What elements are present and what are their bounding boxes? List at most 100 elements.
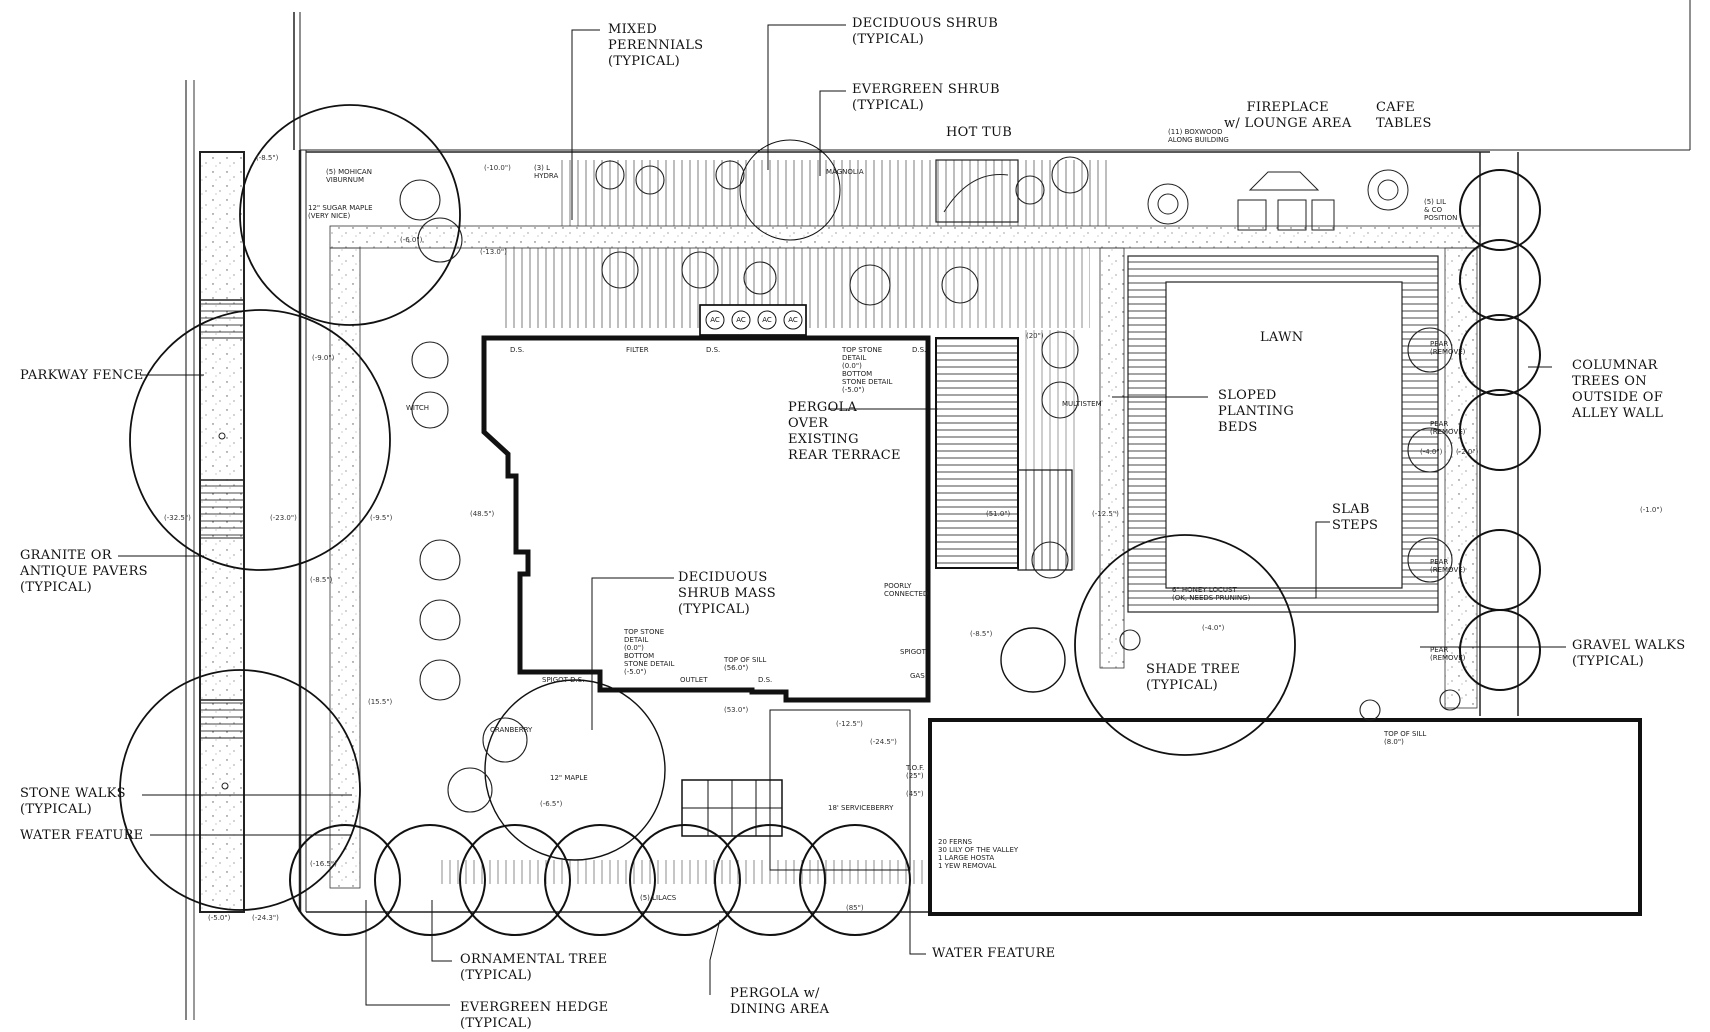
note-top-sill: TOP OF SILL (56.0") [724, 656, 767, 672]
ac-units [699, 304, 807, 336]
elevation-14: (-12.5") [1092, 510, 1119, 518]
note-ferns: 20 FERNS 30 LILY OF THE VALLEY 1 LARGE H… [938, 838, 1019, 870]
elevation-5: (-9.0") [312, 354, 335, 362]
note-lilacs-bottom: (5) LILACS [640, 894, 677, 902]
elevation-13: (51.0") [986, 510, 1011, 518]
hedge-circles [289, 824, 911, 936]
callout-water-feature-left: WATER FEATURE [20, 828, 144, 843]
elevation-19: (53.0") [724, 706, 749, 714]
garage-outline [928, 718, 1642, 916]
note-top-stone-2: TOP STONE DETAIL (0.0") BOTTOM STONE DET… [624, 628, 675, 676]
callout-sloped-beds: SLOPED PLANTING BEDS [1218, 388, 1295, 435]
note-spigot-right: SPIGOT [900, 648, 926, 656]
note-pear-1: PEAR (REMOVE) [1430, 340, 1466, 356]
elevation-8: (-9.5") [370, 514, 393, 522]
note-ds-1: D.S. [510, 346, 525, 354]
elevation-7: (-23.0") [270, 514, 297, 522]
callout-cafe-tables: CAFE TABLES [1376, 100, 1432, 131]
pergola-terrace [935, 337, 1073, 571]
elevation-2: (-10.0") [484, 164, 511, 172]
elevation-21: (-16.5") [310, 860, 337, 868]
note-pear-4: PEAR (REMOVE) [1430, 646, 1466, 662]
elevation-24: (-6.5") [540, 800, 563, 808]
fireplace [1237, 171, 1335, 231]
note-mohican: (5) MOHICAN VIBURNUM [326, 168, 372, 184]
elevation-4: (-13.0") [480, 248, 507, 256]
callout-stone-walks: STONE WALKS (TYPICAL) [20, 786, 126, 817]
elevation-23: (45") [906, 790, 924, 798]
note-top-sill-2: TOP OF SILL (8.0") [1384, 730, 1427, 746]
note-witchhazel: WITCH [406, 404, 430, 412]
note-honey-locust: 6" HONEY LOCUST (OK, NEEDS PRUNING) [1172, 586, 1251, 602]
elevation-18: (-12.5") [836, 720, 863, 728]
elevation-16: (-4.0") [1202, 624, 1225, 632]
elevation-25: (-4.0") [1420, 448, 1443, 456]
elevation-26: (-2.0") [1456, 448, 1479, 456]
elevation-9: (48.5") [470, 510, 495, 518]
callout-pergola-terrace: PERGOLA OVER EXISTING REAR TERRACE [788, 400, 901, 463]
elevation-15: (-8.5") [970, 630, 993, 638]
note-tof: T.O.F. (25") [906, 764, 925, 780]
note-ds-3: D.S. [912, 346, 927, 354]
note-pear-3: PEAR (REMOVE) [1430, 558, 1466, 574]
callout-gravel-walks: GRAVEL WALKS (TYPICAL) [1572, 638, 1686, 669]
note-maple: 12" MAPLE [550, 774, 588, 782]
elevation-28: (-5.0") [208, 914, 231, 922]
note-filter: FILTER [626, 346, 649, 354]
note-magnolia: MAGNOLIA [826, 168, 864, 176]
callout-granite-pavers: GRANITE OR ANTIQUE PAVERS (TYPICAL) [20, 548, 148, 595]
note-ds-4: D.S. [758, 676, 773, 684]
ac-label-2: AC [736, 316, 746, 324]
callout-deciduous-mass: DECIDUOUS SHRUB MASS (TYPICAL) [678, 570, 776, 617]
callout-parkway-fence: PARKWAY FENCE [20, 368, 144, 383]
elevation-12: (20") [1026, 332, 1044, 340]
shrubs [399, 156, 1461, 813]
note-spigot-ds: SPIGOT D.S. [542, 676, 585, 684]
elevation-27: (-24.3") [252, 914, 279, 922]
callout-pergola-dining: PERGOLA w/ DINING AREA [730, 986, 830, 1017]
leader-lines [118, 24, 1566, 1006]
note-poorly-connected: POORLY CONNECTED [884, 582, 929, 598]
callout-deciduous-shrub: DECIDUOUS SHRUB (TYPICAL) [852, 16, 999, 47]
house-footprint [481, 304, 931, 703]
note-gas: GAS [910, 672, 925, 680]
ac-label-3: AC [762, 316, 772, 324]
elevation-3: (-6.0") [400, 236, 423, 244]
elevation-17: (-1.0") [1640, 506, 1663, 514]
note-multistem: MULTISTEM [1062, 400, 1102, 408]
hot-tub [935, 159, 1019, 223]
cafe-tables [1147, 169, 1409, 225]
elevation-22: (85") [846, 904, 864, 912]
neighbor-building [293, 0, 1691, 151]
callout-fireplace: FIREPLACE w/ LOUNGE AREA [1224, 100, 1352, 131]
note-cranberry: CRANBERRY [490, 726, 533, 734]
ac-label-1: AC [710, 316, 720, 324]
parkway-strip [185, 80, 245, 1020]
callout-shade-tree: SHADE TREE (TYPICAL) [1146, 662, 1241, 693]
elevation-10: (-8.5") [310, 576, 333, 584]
callout-slab-steps: SLAB STEPS [1332, 502, 1379, 533]
note-hydrangea: (3) L HYDRA [534, 164, 559, 180]
note-serviceberry: 18' SERVICEBERRY [828, 804, 894, 812]
elevation-6: (-32.5") [164, 514, 191, 522]
note-top-stone: TOP STONE DETAIL (0.0") BOTTOM STONE DET… [842, 346, 893, 394]
callout-ornamental-tree: ORNAMENTAL TREE (TYPICAL) [460, 952, 608, 983]
callout-evergreen-hedge: EVERGREEN HEDGE (TYPICAL) [460, 1000, 609, 1031]
ac-label-4: AC [788, 316, 798, 324]
callout-columnar-trees: COLUMNAR TREES ON OUTSIDE OF ALLEY WALL [1572, 358, 1664, 421]
callout-water-feature-bottom: WATER FEATURE [932, 946, 1056, 961]
note-ds-2: D.S. [706, 346, 721, 354]
note-pear-2: PEAR (REMOVE) [1430, 420, 1466, 436]
elevation-11: (15.5") [368, 698, 393, 706]
pergola-dining [681, 709, 911, 871]
columnar-trees [1459, 169, 1541, 691]
note-sugar-maple: 12" SUGAR MAPLE (VERY NICE) [308, 204, 373, 220]
note-outlet: OUTLET [680, 676, 708, 684]
callout-hot-tub: HOT TUB [946, 125, 1013, 140]
note-boxwood: (11) BOXWOOD ALONG BUILDING [1168, 128, 1229, 144]
callout-mixed-perennials: MIXED PERENNIALS (TYPICAL) [608, 22, 704, 69]
elevation-20: (-24.5") [870, 738, 897, 746]
trees [119, 104, 1296, 911]
gravel-walks [329, 225, 1481, 889]
